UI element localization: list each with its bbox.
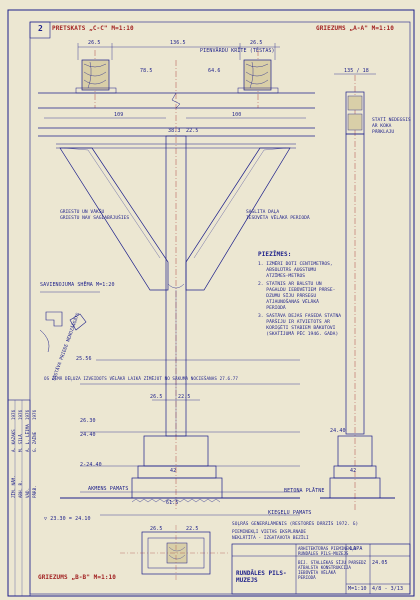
label-beam-plate: BETONA PLĀTNE	[284, 488, 325, 494]
signer-names: A. KAZAKS M. SILĀ A. L. LĒIMA G. ZAĪNE	[11, 424, 37, 452]
dim-section-135-18: 135 / 18	[344, 68, 369, 74]
dim-top-26-5-right: 26.5	[250, 40, 263, 46]
side-section	[320, 73, 395, 499]
dim-top-136-5: 136.5	[170, 40, 186, 46]
notes-heading: PIEZĪMES:	[258, 251, 292, 258]
dim-26-5-low: 26.5	[150, 394, 163, 400]
label-line1: OS ZEMĀ DĒĻUZA IZVEIDOTS VĒLĀKĀ LAIKĀ ZĪ…	[44, 376, 238, 381]
dim-42: 42	[170, 468, 177, 474]
title-code: 4/8 - 3/13	[372, 586, 404, 592]
title-section-a: GRIEZUMS „A-A" M=1:10	[316, 25, 394, 32]
dim-24-40: 24.40	[80, 432, 96, 438]
plan-section-b	[120, 525, 230, 582]
label-scale-bar: SAVIENOJUMA SHĒMA M=1:20	[40, 282, 115, 288]
title-desc: BIJ. STALLĒKAS SĪJU PARSEDZ ATBALSTA KON…	[298, 560, 367, 580]
label-beam-section: STATĪ NEDEGSIS AR KOKA PĀRKLAJU	[372, 118, 411, 135]
signer-dates: 1976 1976 1976 1976	[11, 409, 37, 420]
dim-26-5-bot: 26.5	[150, 526, 163, 532]
dim-38-3: 38.3	[168, 128, 181, 134]
title-sheet-no: 24.05	[372, 560, 388, 566]
main-beam	[38, 92, 315, 137]
label-stone-base: AKMENS PAMATS	[88, 486, 129, 492]
note-1: 1. IZMĒRI DOTI CENTIMETROS, ABSOLŪTĀS AU…	[258, 262, 333, 279]
dim-100: 100	[232, 112, 242, 118]
dim-64-6: 64.6	[208, 68, 221, 74]
sheet-number: 2	[38, 24, 43, 33]
dim-42-sec: 42	[350, 468, 357, 474]
dim-22-5-low: 22.5	[178, 394, 191, 400]
signer-roles: ZĪM. NĀM. ARH. R. VAD. PĀRB.	[11, 475, 37, 498]
dim-22-5-bot: 22.5	[186, 526, 199, 532]
dim-61-5: 61.5	[166, 500, 179, 506]
label-ground1: SOĻRĀS GENERĀLĀMENIS (RESTORĒS DĀRZĪS 19…	[232, 522, 359, 527]
label-bracket-note: SASLITA DAĻA IESŪVĒTA VĒLĀKĀ PERIODĀ	[246, 210, 310, 221]
label-ground2: PIEMINEKĻI VIETAS EKSPLĀNADE NEKLĀTĪTA -…	[232, 530, 309, 541]
title-org: ARHITEKTŪRAS PIEMINEKĻU RUNDĀLES PILS-MU…	[298, 546, 356, 556]
note-3: 3. SASTĀVA DEJAS FASEDA STATNA PĀRŠIJU I…	[258, 314, 341, 337]
dim-109: 109	[114, 112, 124, 118]
signature-strip	[7, 399, 31, 597]
inner-border	[29, 21, 411, 595]
title-section-b: GRIEZUMS „B-B" M=1:10	[38, 574, 116, 581]
label-gravel: ĶIEĢEĻU PAMATS	[268, 510, 312, 516]
label-glued-notes: GRIESTU UN VĀKŠU GRIESTU NAV SAGLABĀJUŠI…	[60, 210, 130, 221]
title-object: RUNDĀLES PILS- MUZEJS	[236, 570, 287, 584]
dim-23-30: ▽ 23.30 = 24.10	[44, 516, 91, 522]
dim-22-5-top: 22.5	[186, 128, 199, 134]
dim-26-30: 26.30	[80, 418, 96, 424]
sheet-number-box	[29, 21, 51, 39]
outer-border	[7, 9, 415, 597]
dim-2-24-40: 2-24.40	[80, 462, 102, 468]
dim-top-26-5-left: 26.5	[88, 40, 101, 46]
dim-78-5: 78.5	[140, 68, 153, 74]
title-block-frame	[231, 543, 411, 595]
note-2: 2. STATNIS AR BALSTU UN PAGALDU IEBŪVĒTI…	[258, 282, 336, 311]
beam-end-left	[75, 59, 117, 94]
label-roof-beams: PIENVĀRDU KRĪTE (TĒSTAS)	[200, 48, 275, 54]
title-front-view: PRETSKATS „C-C" M=1:10	[52, 25, 134, 32]
dim-24-40-bot: 24.40	[330, 428, 346, 434]
title-sheet-label: LAPA	[350, 546, 363, 552]
dim-25-56: 25.56	[76, 356, 92, 362]
beam-end-right	[237, 59, 279, 94]
joint-detail	[39, 291, 100, 353]
title-scale: M=1:10	[348, 586, 367, 592]
